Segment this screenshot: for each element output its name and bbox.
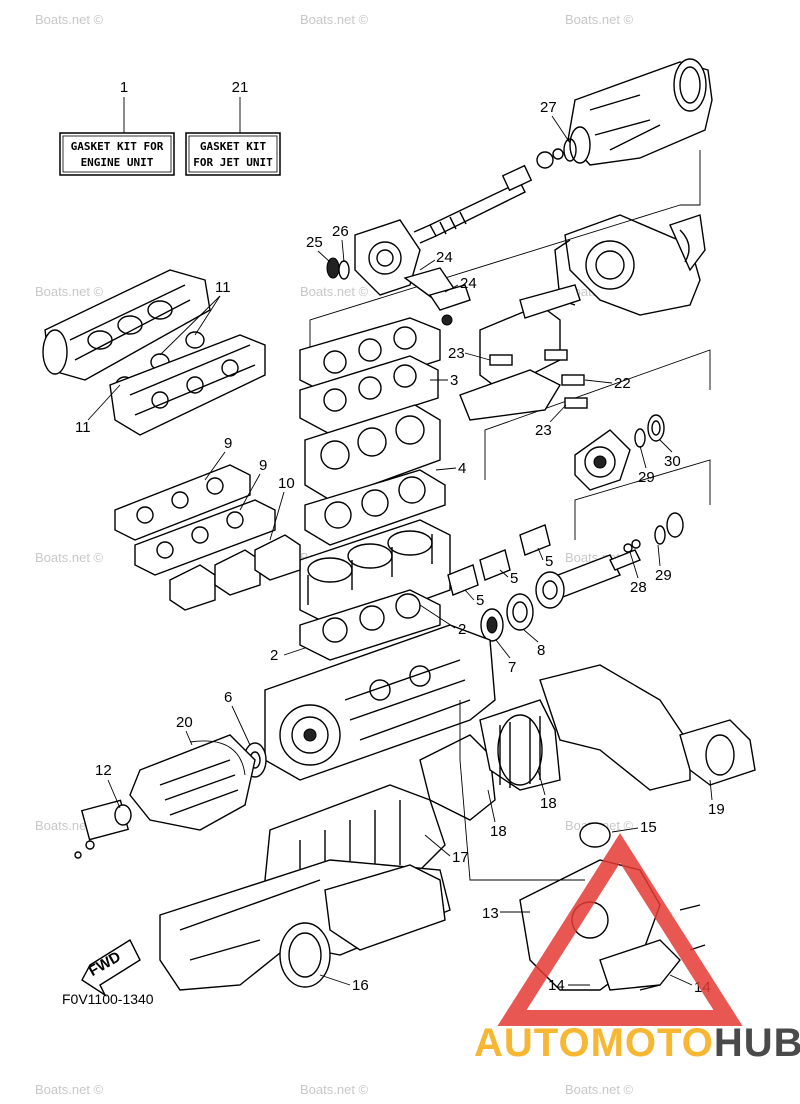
callout-29: 29	[638, 469, 655, 486]
logo-triangle-icon	[497, 833, 743, 1026]
engine-mount-bracket	[459, 284, 588, 421]
callout-9: 9	[259, 457, 267, 474]
coupler-shaft	[535, 512, 684, 609]
callout-17: 17	[452, 849, 469, 866]
watermark-text: Boats.net ©	[35, 550, 104, 565]
callout-6: 6	[224, 689, 232, 706]
crank-seals	[480, 593, 534, 642]
callout-20: 20	[176, 714, 193, 731]
callout-29: 29	[655, 567, 672, 584]
callout-21: 21	[232, 79, 249, 96]
callout-15: 15	[640, 819, 657, 836]
callout-1: 1	[120, 79, 128, 96]
callout-8: 8	[537, 642, 545, 659]
callout-4: 4	[458, 460, 466, 477]
fwd-arrow: FWD	[81, 938, 141, 997]
brand-logo: AUTOMOTOHUB	[474, 833, 800, 1065]
intake-manifold	[109, 334, 266, 436]
exhaust-body	[159, 859, 451, 991]
callout-28: 28	[630, 579, 647, 596]
watermark-text: Boats.net ©	[35, 284, 104, 299]
exhaust-manifold	[42, 269, 211, 394]
port-covers	[447, 524, 551, 596]
watermark-text: Boats.net ©	[300, 284, 369, 299]
bearing-housing	[574, 414, 665, 491]
callout-24: 24	[460, 275, 477, 292]
watermark-text: Boats.net ©	[565, 12, 634, 27]
cylinder-head-stack	[299, 317, 446, 546]
svg-text:AUTOMOTOHUB: AUTOMOTOHUB	[474, 1021, 800, 1065]
gasket-kit-jet-box: 21 GASKET KIT FOR JET UNIT	[185, 79, 281, 176]
callout-14: 14	[548, 977, 565, 994]
callout-5: 5	[510, 570, 518, 587]
callout-12: 12	[95, 762, 112, 779]
callout-2: 2	[458, 621, 466, 638]
callout-11: 11	[215, 279, 231, 296]
callout-23: 23	[448, 345, 465, 362]
brand-text-part2: HUB	[714, 1021, 800, 1065]
callout-7: 7	[508, 659, 516, 676]
watermark-text: Boats.net ©	[35, 12, 104, 27]
callout-5: 5	[476, 592, 484, 609]
callout-25: 25	[306, 234, 323, 251]
watermark-text: Boats.net ©	[300, 12, 369, 27]
callout-2: 2	[270, 647, 278, 664]
flywheel-cover	[129, 734, 256, 831]
brand-text-part1: AUTOMOTO	[474, 1021, 714, 1065]
callout-5: 5	[545, 553, 553, 570]
callout-16: 16	[352, 977, 369, 994]
callouts: 27 26 25 24 24 11 11 23 3 22 23 30 29 9 …	[75, 99, 725, 996]
gasket-kit-engine-box: 1 GASKET KIT FOR ENGINE UNIT	[59, 79, 175, 176]
callout-18: 18	[540, 795, 557, 812]
callout-11: 11	[75, 419, 91, 436]
diagram-code: F0V1100-1340	[62, 991, 154, 1007]
callout-19: 19	[708, 801, 725, 818]
watermark-text: Boats.net ©	[565, 1082, 634, 1097]
callout-18: 18	[490, 823, 507, 840]
drive-shaft	[413, 148, 564, 244]
callout-9: 9	[224, 435, 232, 452]
starter-solenoid	[74, 799, 132, 859]
kit-box-line: GASKET KIT	[200, 140, 267, 153]
kit-box-line: FOR JET UNIT	[193, 156, 273, 169]
watermark-text: Boats.net ©	[300, 1082, 369, 1097]
callout-23: 23	[535, 422, 552, 439]
watermark-text: Boats.net ©	[35, 1082, 104, 1097]
kit-box-line: ENGINE UNIT	[81, 156, 154, 169]
callout-26: 26	[332, 223, 349, 240]
callout-3: 3	[450, 372, 458, 389]
callout-10: 10	[278, 475, 295, 492]
callout-24: 24	[436, 249, 453, 266]
intermediate-housing	[326, 219, 471, 326]
jet-nozzle-assembly	[563, 58, 713, 166]
kit-box-line: GASKET KIT FOR	[71, 140, 164, 153]
jet-pump-housing	[554, 214, 706, 316]
cylinder-block	[299, 519, 451, 661]
callout-27: 27	[540, 99, 557, 116]
reed-valve-gaskets	[114, 464, 301, 611]
callout-13: 13	[482, 905, 499, 922]
callout-30: 30	[664, 453, 681, 470]
callout-22: 22	[614, 375, 631, 392]
